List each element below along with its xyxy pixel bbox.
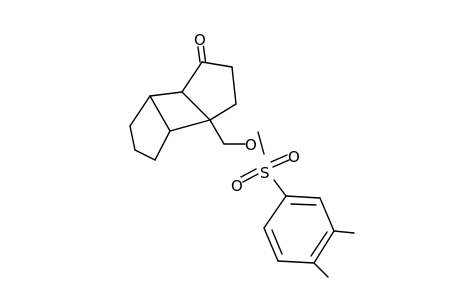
sulfonyl-oxygen-right-label: O [288, 148, 300, 166]
sulfur-label: S [260, 164, 270, 182]
ester-oxygen-label: O [245, 136, 257, 154]
methyl-bond [333, 230, 355, 234]
sulfur-aryl-bond [273, 179, 287, 197]
benzene-ring [263, 195, 335, 264]
cyclobutane-ring [149, 91, 211, 132]
methylene-oxy-linker [209, 119, 265, 155]
methyl-substituent [313, 262, 329, 278]
sulfonyl-double-bond-left [240, 168, 259, 183]
sulfonyl-oxygen-left-label: O [231, 177, 243, 195]
ketone-oxygen-label: O [194, 31, 206, 49]
cyclopentane-ring [129, 95, 171, 161]
cyclopentanone-ring [181, 61, 237, 121]
ketone-carbonyl-bond [197, 45, 207, 63]
sulfonyl-double-bond-right [270, 154, 290, 168]
